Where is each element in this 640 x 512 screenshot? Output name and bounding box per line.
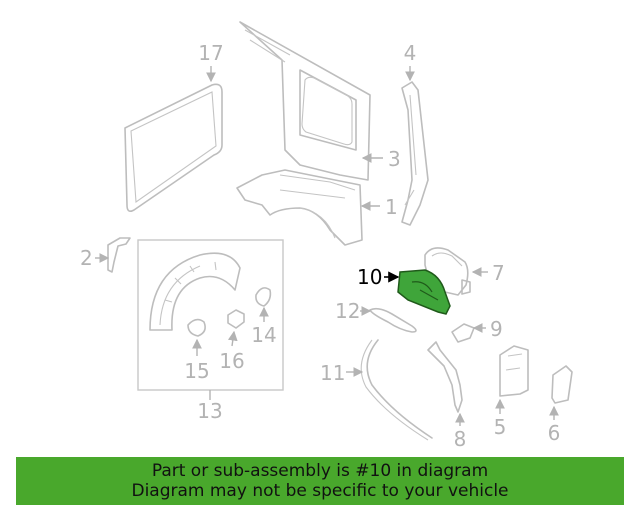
part-6-bracket-plate	[551, 365, 573, 404]
part-12-gasket	[369, 307, 417, 333]
callout-13: 13	[197, 399, 222, 423]
callout-5: 5	[494, 415, 507, 439]
callout-17: 17	[198, 41, 223, 65]
callout-1: 1	[385, 195, 398, 219]
callout-16: 16	[219, 349, 244, 373]
part-17-window-glass	[124, 83, 223, 212]
callout-10: 10	[357, 265, 382, 289]
part-2-bracket	[107, 237, 131, 273]
part-9-latch	[451, 323, 475, 343]
part-3-quarter-panel	[239, 21, 371, 181]
part-10-fuel-pocket-highlighted	[397, 269, 451, 315]
callout-11: 11	[320, 361, 345, 385]
callout-12: 12	[335, 299, 360, 323]
part-11-molding	[360, 339, 433, 441]
banner-line-1: Part or sub-assembly is #10 in diagram	[151, 461, 489, 481]
callout-9: 9	[490, 317, 503, 341]
banner-line-2: Diagram may not be specific to your vehi…	[131, 481, 509, 501]
part-4-pillar	[401, 81, 429, 226]
callout-3: 3	[388, 147, 401, 171]
part-1-wheelhouse-outer	[236, 169, 363, 246]
callout-6: 6	[548, 421, 561, 445]
callout-2: 2	[80, 246, 93, 270]
callout-4: 4	[404, 41, 417, 65]
parts-diagram: 17 3 1 4 2 13 14 15 16	[80, 21, 573, 451]
callout-8: 8	[454, 427, 467, 451]
part-13-wheelhouse-liner-kit	[137, 239, 284, 391]
part-8-release-cable	[427, 341, 463, 413]
part-5-extension-panel	[499, 345, 529, 397]
callout-14: 14	[251, 323, 276, 347]
callout-7: 7	[492, 261, 505, 285]
info-banner: Part or sub-assembly is #10 in diagram D…	[16, 457, 624, 505]
callout-15: 15	[184, 359, 209, 383]
